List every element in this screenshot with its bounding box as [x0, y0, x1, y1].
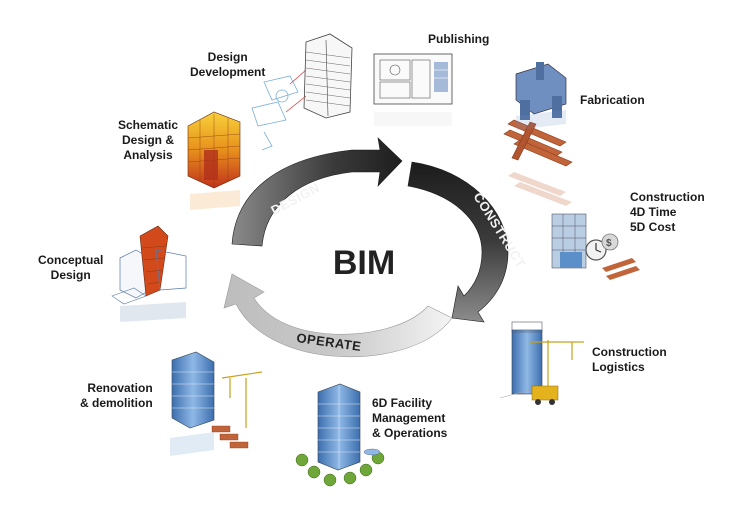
- svg-text:$: $: [606, 238, 612, 249]
- operate-arrow: [223, 273, 453, 357]
- reflection-decor: [120, 110, 566, 456]
- label-fabrication: Fabrication: [580, 93, 645, 107]
- construction-logistics-icon: [499, 321, 584, 405]
- design-development-icon: [251, 33, 353, 151]
- construction-4d-5d-icon: $: [551, 213, 640, 280]
- construct-arrow: [407, 161, 509, 323]
- label-conceptual-design: Conceptual Design: [38, 253, 104, 282]
- renovation-demolition-icon: [171, 351, 263, 449]
- label-schematic-design: Schematic Design & Analysis: [118, 118, 179, 162]
- design-arrow: [231, 137, 403, 247]
- label-facility-management: 6D Facility Management & Operations: [372, 396, 448, 440]
- facility-management-icon: [295, 383, 385, 487]
- label-construction-logistics: Construction Logistics: [592, 345, 667, 374]
- fabrication-icon: [503, 62, 573, 206]
- conceptual-design-icon: [111, 225, 187, 305]
- publishing-icon: [373, 53, 453, 126]
- label-renovation-demolition: Renovation & demolition: [80, 381, 153, 410]
- label-construction-4d-5d: Construction 4D Time 5D Cost: [630, 190, 705, 234]
- bim-title: BIM: [333, 244, 395, 282]
- schematic-design-icon: [187, 111, 241, 189]
- label-publishing: Publishing: [428, 32, 490, 46]
- label-design-development: Design Development: [190, 50, 266, 79]
